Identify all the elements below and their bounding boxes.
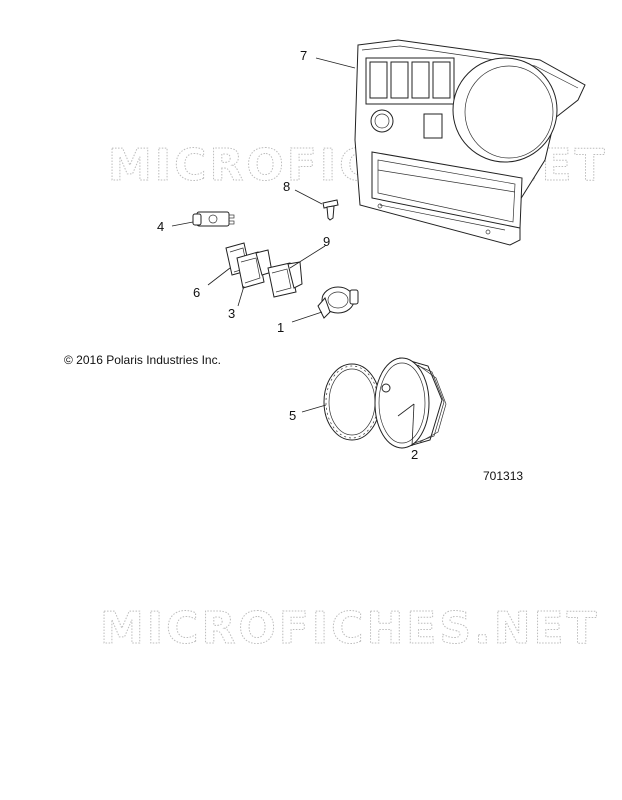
callout-5: 5 [289,408,296,423]
callout-4: 4 [157,219,164,234]
push-rivet-part[interactable] [322,199,339,221]
dash-panel-part[interactable] [354,39,586,246]
bezel-ring-part[interactable] [323,363,381,441]
ignition-switch-part[interactable] [317,286,359,319]
callout-6: 6 [193,285,200,300]
gauge-part[interactable] [374,357,447,449]
callout-2: 2 [411,447,418,462]
diagram-number: 701313 [483,469,523,483]
callout-3: 3 [228,306,235,321]
callout-8: 8 [283,179,290,194]
callout-7: 7 [300,48,307,63]
copyright-text: © 2016 Polaris Industries Inc. [64,353,221,367]
switch-9-part[interactable] [267,261,303,298]
callout-1: 1 [277,320,284,335]
accessory-socket-part[interactable] [192,211,235,227]
callout-9: 9 [323,234,330,249]
watermark-bottom: MICROFICHES.NET [100,603,600,654]
